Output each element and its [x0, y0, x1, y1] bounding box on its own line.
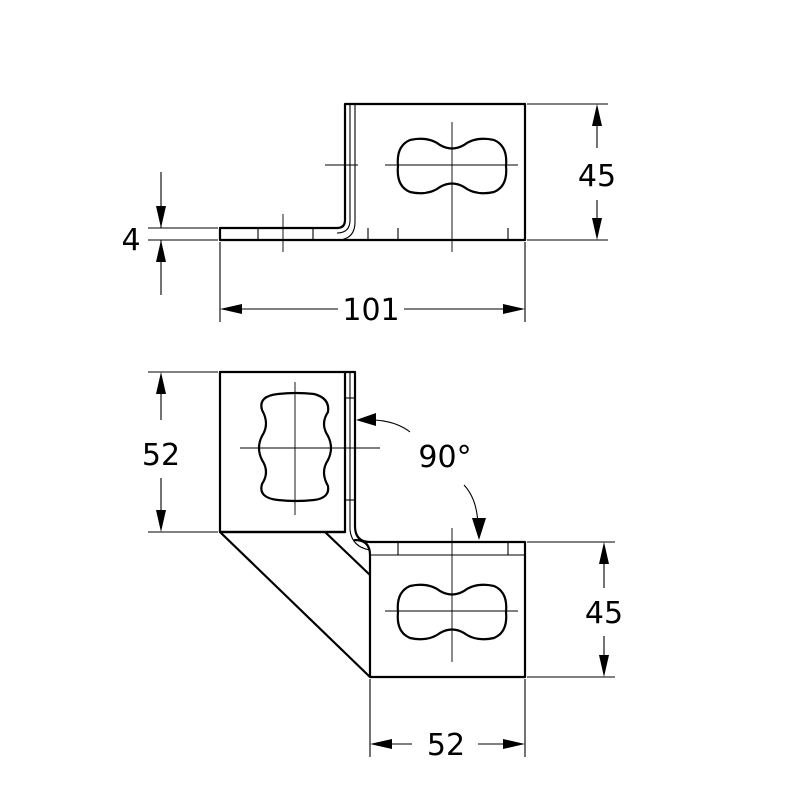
dim-45-bottom-label: 45	[585, 596, 623, 631]
top-view: 45 4 101	[121, 102, 616, 328]
dim-angle-90: 90°	[356, 413, 486, 540]
bottom-view-diagonal-web	[218, 530, 372, 679]
dim-45-top: 45	[527, 103, 616, 241]
top-view-outline	[218, 102, 527, 242]
dim-angle-90-label: 90°	[418, 440, 471, 475]
bottom-view-bend-strip	[343, 370, 527, 679]
dim-45-top-label: 45	[578, 159, 616, 194]
dim-52-left-label: 52	[142, 438, 180, 473]
bottom-view-slot-hole-vertical	[257, 391, 333, 503]
top-view-bend-inner-2	[339, 104, 356, 241]
dim-101-top: 101	[219, 242, 526, 328]
dim-52-left: 52	[142, 371, 218, 533]
dim-4-top-label: 4	[121, 223, 140, 258]
dim-52-bottom: 52	[369, 679, 526, 763]
dim-45-bottom: 45	[527, 541, 623, 678]
bottom-view-bend-inner	[349, 372, 371, 551]
bottom-view-diagonal-web-2	[323, 530, 372, 577]
dim-4-top: 4	[121, 172, 218, 295]
dim-101-top-label: 101	[342, 293, 399, 328]
top-view-slot-hole	[396, 137, 508, 195]
bottom-view: 52 90° 45 52	[142, 370, 623, 763]
bottom-view-slot-hole-horizontal	[396, 583, 508, 641]
bottom-view-left-plate	[218, 370, 347, 534]
top-view-bend-inner	[336, 104, 351, 234]
dim-52-bottom-label: 52	[427, 728, 465, 763]
